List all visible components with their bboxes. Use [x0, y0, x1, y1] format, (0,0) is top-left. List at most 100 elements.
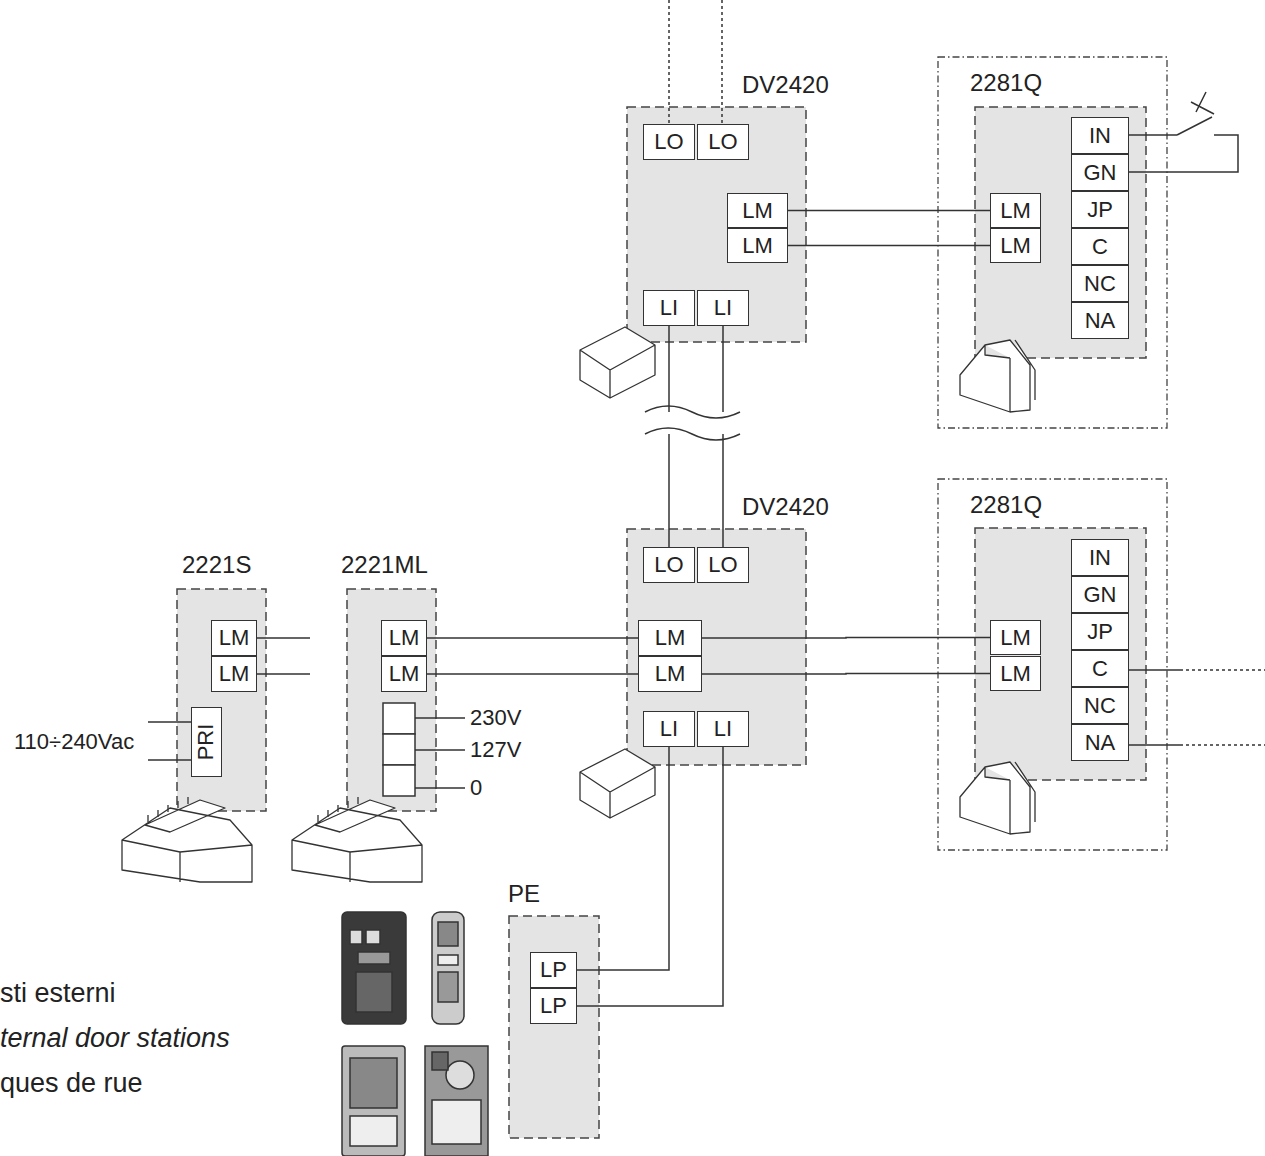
relay-module [960, 340, 1035, 412]
device-name: PE [508, 880, 540, 908]
device-module: 2221MLLMLM [347, 589, 436, 811]
device-enclosure: 2281QINGNJPCNCNALMLM [938, 57, 1167, 428]
terminal-name: LO [708, 554, 737, 576]
terminal-box: LI [643, 711, 695, 747]
terminal-box: LP [530, 952, 577, 988]
terminal-box: LO [643, 124, 695, 160]
terminal-name: JP [1087, 199, 1113, 221]
terminal-box: LM [211, 656, 257, 692]
terminal-name: LM [655, 627, 686, 649]
device-panel [975, 528, 1146, 780]
terminal-name: NC [1084, 695, 1116, 717]
wire [577, 747, 669, 970]
terminal-name: LM [1000, 235, 1031, 257]
terminal-box: GN [1071, 576, 1129, 613]
terminal-name: LM [1000, 627, 1031, 649]
terminal-box: NC [1071, 687, 1129, 724]
device-module: DV2420LOLOLMLMLILI [627, 107, 806, 342]
terminal-name: LM [742, 200, 773, 222]
device-name: 2221S [182, 551, 251, 579]
device-name: DV2420 [742, 493, 829, 521]
terminal-box: LM [990, 228, 1041, 263]
device-panel [347, 589, 436, 811]
terminal-box: NC [1071, 265, 1129, 302]
terminal-name: LO [654, 131, 683, 153]
device-panel [509, 916, 599, 1138]
terminal-box: LM [381, 656, 427, 692]
label-holder: 110÷240Vac [14, 727, 134, 757]
din-module [292, 797, 422, 882]
relay-module [960, 762, 1035, 834]
note-label: ques de rue [0, 1068, 143, 1098]
push-button [1129, 92, 1238, 172]
terminal-name: LI [660, 718, 678, 740]
terminal-box: IN [1071, 539, 1129, 576]
dotted-wire [669, 0, 722, 124]
terminal-name: LM [1000, 200, 1031, 222]
device-module: PELPLP [509, 916, 599, 1138]
terminal-box: LI [643, 290, 695, 326]
terminal-box: C [1071, 228, 1129, 265]
device-panel [177, 589, 266, 811]
terminal-name: IN [1089, 547, 1111, 569]
label-holder: 230V [470, 703, 521, 733]
terminal-box: LI [697, 711, 749, 747]
terminal-box: LM [727, 193, 788, 228]
device-module: DV2420LOLOLMLMLILI [627, 529, 806, 765]
note-label: ternal door stations [0, 1023, 230, 1053]
door-stations [342, 912, 488, 1156]
terminal-box: LM [638, 656, 702, 692]
enclosure-outline [938, 479, 1167, 850]
label-holder: 0 [470, 773, 482, 803]
device-name: 2221ML [341, 551, 428, 579]
terminal-box: LM [990, 193, 1041, 228]
terminal-name: LI [660, 297, 678, 319]
terminal-name: LP [540, 995, 567, 1017]
terminal-box: NA [1071, 724, 1129, 761]
terminal-box: LO [643, 547, 695, 583]
label-holder: ternal door stations [0, 1023, 230, 1053]
terminal-box: GN [1071, 154, 1129, 191]
terminal-name: LO [708, 131, 737, 153]
dotted-wire [1180, 670, 1265, 745]
terminal-box: LM [727, 228, 788, 263]
wire [415, 718, 465, 788]
terminal-box: IN [1071, 117, 1129, 154]
terminal-name: LM [219, 663, 250, 685]
terminal-name: LM [1000, 663, 1031, 685]
terminal-name: JP [1087, 621, 1113, 643]
wire [427, 637, 638, 639]
terminal-blank [383, 703, 415, 734]
terminal-name: GN [1084, 162, 1117, 184]
enclosure-outline [938, 57, 1167, 428]
terminal-name: IN [1089, 125, 1111, 147]
label-holder: ques de rue [0, 1068, 143, 1098]
terminal-name: LM [655, 663, 686, 685]
terminal-blank [383, 734, 415, 765]
terminal-name: LM [742, 235, 773, 257]
terminal-name: LO [654, 554, 683, 576]
wire [668, 326, 670, 547]
device-name: DV2420 [742, 71, 829, 99]
terminal-name: LM [389, 627, 420, 649]
wire [148, 722, 191, 760]
terminal-name: LI [714, 718, 732, 740]
wire [702, 637, 990, 639]
wire [702, 673, 990, 675]
device-panel [975, 107, 1146, 358]
note-label: 110÷240Vac [14, 729, 134, 754]
wire [427, 673, 638, 675]
wire [788, 245, 990, 247]
terminal-name: NA [1085, 310, 1116, 332]
device-name: 2281Q [970, 491, 1042, 519]
terminal-blank [383, 765, 415, 796]
terminal-box: LM [211, 620, 257, 656]
terminal-box: LO [697, 547, 749, 583]
break-line [645, 406, 740, 440]
terminal-box: LM [381, 620, 427, 656]
terminal-name: NA [1085, 732, 1116, 754]
terminal-name: LI [714, 297, 732, 319]
terminal-name: C [1092, 236, 1108, 258]
junction-box [580, 327, 655, 398]
